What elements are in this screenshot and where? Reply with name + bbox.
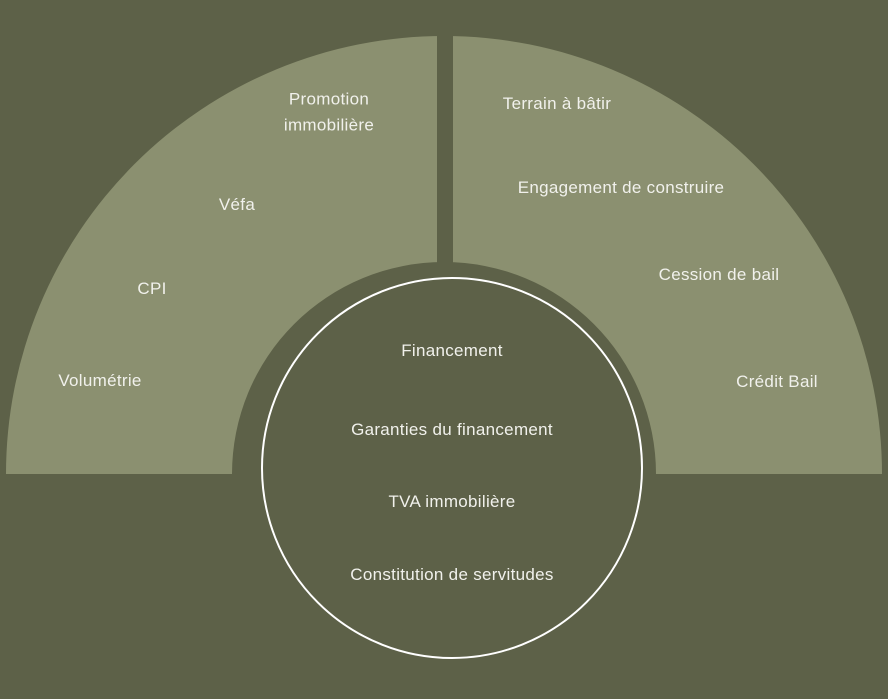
label-cpi: CPI: [137, 278, 167, 298]
center-circle: [261, 277, 643, 659]
label-tva-immobiliere: TVA immobilière: [388, 491, 516, 511]
label-financement: Financement: [401, 340, 503, 360]
label-engagement-de-construire: Engagement de construire: [517, 177, 725, 197]
right-arc-segment: [444, 36, 882, 474]
label-volumetrie: Volumétrie: [58, 370, 142, 390]
left-arc-segment: [6, 36, 444, 474]
label-cession-de-bail: Cession de bail: [658, 264, 780, 284]
label-garanties-du-financement: Garanties du financement: [351, 419, 553, 439]
label-promotion-immobiliere: Promotion immobilière: [283, 89, 375, 135]
label-terrain-a-batir: Terrain à bâtir: [502, 93, 612, 113]
label-constitution-de-servitudes: Constitution de servitudes: [350, 564, 554, 584]
label-vefa: Véfa: [218, 194, 256, 214]
arch-center-gap: [437, 28, 453, 272]
label-credit-bail: Crédit Bail: [736, 371, 818, 391]
